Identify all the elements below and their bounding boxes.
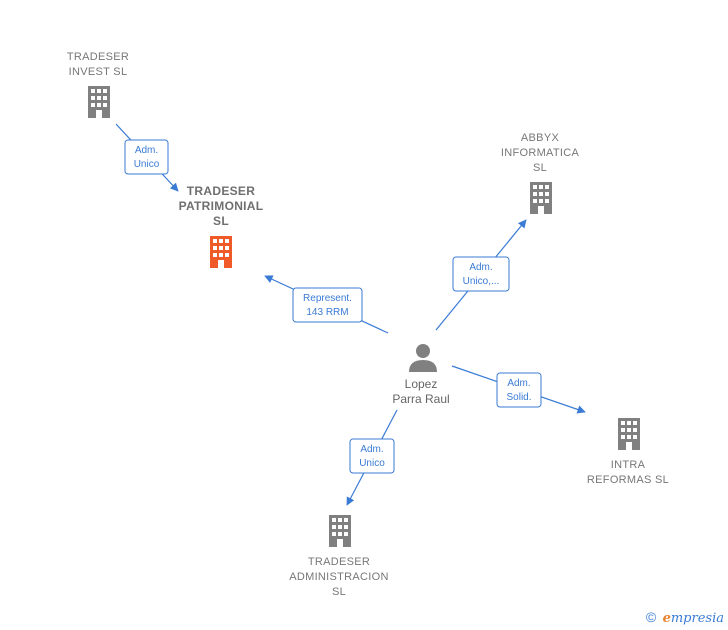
- building-icon: [618, 418, 640, 450]
- copyright-icon: ©: [645, 609, 657, 625]
- node-label-line: Lopez: [405, 377, 438, 391]
- node-label-line: PATRIMONIAL: [179, 199, 264, 213]
- node-label-line: INFORMATICA: [501, 147, 580, 159]
- edge-label-line: Unico: [134, 159, 160, 170]
- node-label-line: SL: [213, 214, 229, 228]
- node-label-line: SL: [533, 162, 547, 174]
- edge-label-line: Unico,...: [463, 276, 500, 287]
- building-icon: [530, 182, 552, 214]
- node-tradeser-administracion[interactable]: TRADESER ADMINISTRACION SL: [289, 515, 389, 598]
- edge-label-line: Adm.: [507, 378, 530, 389]
- edge-label-person-to-abbyx[interactable]: Adm. Unico,...: [452, 256, 510, 292]
- node-tradeser-invest[interactable]: TRADESER INVEST SL: [67, 51, 129, 118]
- node-label-line: Parra Raul: [392, 392, 449, 406]
- edge-label-person-to-intra[interactable]: Adm. Solid.: [496, 372, 542, 408]
- node-label-line: SL: [332, 586, 346, 598]
- node-label-line: TRADESER: [308, 556, 370, 568]
- node-label-line: ADMINISTRACION: [289, 571, 389, 583]
- node-label-line: ABBYX: [521, 132, 560, 144]
- node-person[interactable]: Lopez Parra Raul: [392, 344, 450, 406]
- edge-label-line: Adm.: [469, 262, 492, 273]
- edge-label-line: Unico: [359, 458, 385, 469]
- building-icon: [88, 86, 110, 118]
- edge-label-person-to-administracion[interactable]: Adm. Unico: [349, 438, 395, 474]
- node-label-line: TRADESER: [67, 51, 129, 63]
- edge-label-line: Represent.: [303, 293, 352, 304]
- edge-label-line: Solid.: [506, 392, 531, 403]
- node-label-line: TRADESER: [187, 184, 255, 198]
- building-icon: [210, 236, 232, 268]
- edge-label-line: Adm.: [135, 145, 158, 156]
- edge-label-invest-to-patrimonial[interactable]: Adm. Unico: [124, 139, 169, 175]
- edge-label-line: 143 RRM: [306, 307, 348, 318]
- node-intra-reformas[interactable]: INTRA REFORMAS SL: [587, 418, 669, 486]
- edge-label-person-to-patrimonial[interactable]: Represent. 143 RRM: [292, 287, 363, 323]
- edge-label-line: Adm.: [360, 444, 383, 455]
- brand-logo: empresia: [662, 611, 724, 626]
- node-label-line: INTRA: [611, 459, 646, 471]
- watermark: © empresia: [646, 609, 724, 626]
- node-label-line: INVEST SL: [69, 66, 128, 78]
- node-tradeser-patrimonial[interactable]: TRADESER PATRIMONIAL SL: [179, 184, 264, 268]
- node-abbyx-informatica[interactable]: ABBYX INFORMATICA SL: [501, 132, 580, 214]
- building-icon: [329, 515, 351, 547]
- person-icon: [409, 344, 437, 372]
- node-label-line: REFORMAS SL: [587, 474, 669, 486]
